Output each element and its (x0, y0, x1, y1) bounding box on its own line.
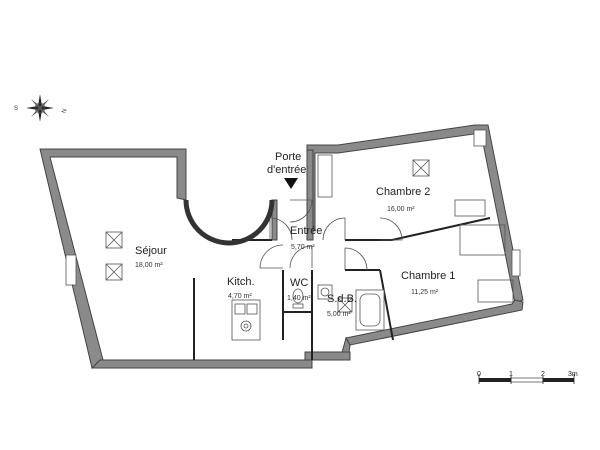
entree-area: 5,70 m² (291, 244, 315, 251)
sdb-name: S.d.B. (327, 293, 357, 305)
curved-wall (183, 199, 275, 246)
chambre1-name: Chambre 1 (401, 270, 455, 282)
entree-name: Entrée (290, 225, 322, 237)
sejour-area: 18,00 m² (135, 262, 163, 269)
scale-label-0: 0 (477, 371, 481, 378)
entrance-label-line2: d'entrée (267, 164, 306, 176)
room-labels: Séjour 18,00 m² Kitch. 4,70 m² WC 1,40 m… (135, 186, 455, 318)
entrance-label-line1: Porte (275, 151, 301, 163)
kitchen-area: 4,70 m² (228, 293, 252, 300)
entrance-arrow-icon (284, 178, 298, 189)
skylights (105, 159, 430, 313)
chambre2-area: 16,00 m² (387, 206, 415, 213)
chambre2-name: Chambre 2 (376, 186, 430, 198)
wc-name: WC (290, 277, 308, 289)
wc-area: 1,40 m² (287, 295, 311, 302)
sdb-area: 5,00 m² (327, 311, 351, 318)
fixtures (231, 199, 514, 341)
compass-north-label: N (61, 108, 68, 114)
sejour-name: Séjour (135, 245, 167, 257)
scale-label-3: 3m (568, 371, 578, 378)
bathroom-sink (317, 284, 333, 300)
scale-label-1: 1 (509, 371, 513, 378)
doors (259, 199, 403, 271)
walls (39, 124, 524, 369)
compass-south-label: S (14, 106, 18, 112)
entrance-marker: Porte d'entrée (267, 151, 306, 189)
chambre1-area: 11,25 m² (411, 289, 439, 296)
kitchen-counter (231, 299, 261, 341)
kitchen-name: Kitch. (227, 276, 255, 288)
scale-bar: 0 1 2 3m (477, 371, 578, 384)
compass-rose: S N (14, 94, 69, 122)
scale-label-2: 2 (541, 371, 545, 378)
toilet (292, 288, 304, 304)
